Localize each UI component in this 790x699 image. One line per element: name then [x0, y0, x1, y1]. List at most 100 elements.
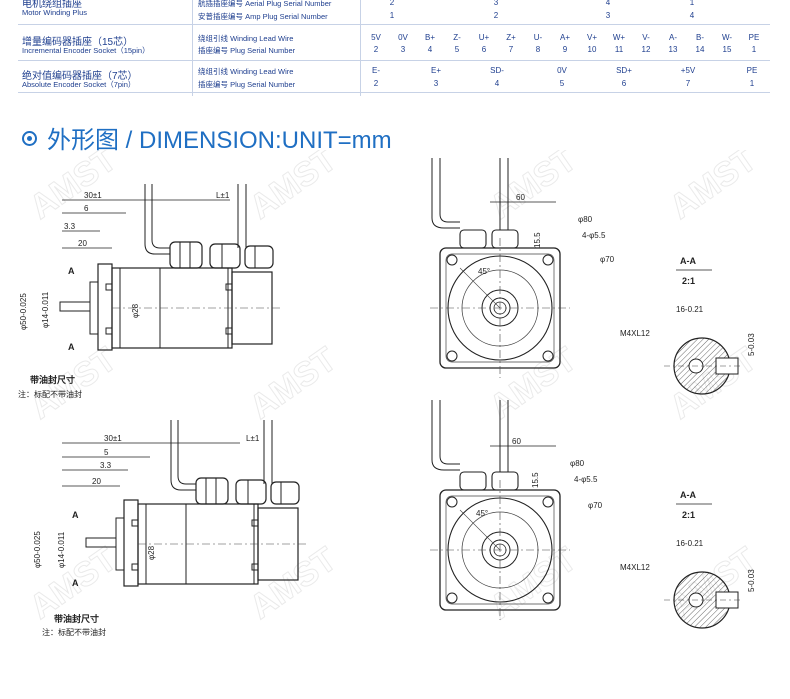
- dim-15-5: 15.5: [531, 472, 540, 488]
- dim-key: 5-0.03: [747, 333, 756, 356]
- dim-30: 30±1: [84, 191, 102, 200]
- table-cell: W+: [612, 33, 626, 42]
- table-cell: A-: [669, 33, 677, 42]
- dim-thread: M4XL12: [620, 563, 650, 572]
- side-view-top: 30±1 L±1 6 3.3 20 A A φ50-0.025 φ14-0.01…: [18, 183, 281, 399]
- table-divider: [18, 92, 770, 93]
- section-mark-a: A: [72, 578, 79, 588]
- dim-30: 30±1: [104, 434, 122, 443]
- dim-dia14: φ14-0.011: [57, 531, 66, 568]
- dim-5: 5: [104, 448, 109, 457]
- dim-dia80: φ80: [570, 459, 585, 468]
- dim-dia28: φ28: [131, 303, 140, 318]
- table-cell: PE: [746, 66, 758, 75]
- dim-15-5: 15.5: [533, 232, 542, 248]
- table-cell: V+: [586, 33, 597, 42]
- table-cell: 4: [494, 79, 500, 88]
- front-view-bottom: 60 φ80 4-φ5.5 φ70 15.5 45°: [429, 399, 603, 621]
- dim-dia28: φ28: [147, 545, 156, 560]
- dim-dia80: φ80: [578, 215, 593, 224]
- section-scale: 2:1: [682, 276, 695, 286]
- row-name-cn: 电机绕组插座: [22, 0, 82, 10]
- table-cell: 5: [559, 79, 565, 88]
- row-name-cn: 绝对值编码器插座（7芯）: [22, 71, 138, 82]
- table-cell: V-: [642, 33, 650, 42]
- dim-20: 20: [78, 239, 87, 248]
- table-cell: 6: [621, 79, 627, 88]
- table-cell: 2: [373, 45, 379, 54]
- row-label: 插座编号 Plug Serial Number: [198, 46, 296, 55]
- table-cell: U-: [533, 33, 543, 42]
- dim-angle: 45°: [476, 509, 488, 518]
- dim-16: 16-0.21: [676, 539, 704, 548]
- target-icon: [22, 131, 37, 146]
- table-cell: 4: [605, 0, 611, 7]
- dim-dia70: φ70: [588, 501, 603, 510]
- watermark: AMST: [483, 340, 584, 427]
- dim-l: L±1: [216, 191, 230, 200]
- row-name-cn: 增量编码器插座（15芯）: [22, 37, 134, 48]
- table-cell: 1: [689, 0, 695, 7]
- section-scale: 2:1: [682, 510, 695, 520]
- table-divider: [18, 24, 770, 25]
- table-cell: 14: [695, 45, 705, 54]
- watermark: AMST: [243, 340, 344, 427]
- dim-l: L±1: [246, 434, 260, 443]
- table-cell: 3: [400, 45, 406, 54]
- table-cell: 8: [535, 45, 541, 54]
- table-cell: Z+: [506, 33, 516, 42]
- dim-dia50: φ50-0.025: [19, 293, 28, 330]
- watermark: AMST: [23, 150, 124, 227]
- section-a-a-bottom: A-A 2:1 16-0.21 M4XL12 5-0.03: [620, 490, 756, 629]
- table-cell: 13: [668, 45, 678, 54]
- watermark-layer: AMST AMST AMST AMST AMST AMST AMST AMST …: [22, 150, 764, 627]
- table-cell: 2: [373, 79, 379, 88]
- table-cell: 7: [685, 79, 691, 88]
- dim-thread: M4XL12: [620, 329, 650, 338]
- table-cell: 1: [751, 45, 757, 54]
- section-title: 外形图 / DIMENSION:UNIT=mm: [22, 120, 392, 155]
- table-cell: 3: [605, 11, 611, 20]
- row-name-en: Incremental Encoder Socket（15pin）: [22, 46, 150, 55]
- table-cell: 4: [427, 45, 433, 54]
- dim-key: 5-0.03: [747, 569, 756, 592]
- table-cell: E-: [372, 66, 380, 75]
- section-title-aa: A-A: [680, 490, 696, 500]
- seal-note: 注：标配不带油封: [18, 389, 82, 399]
- row-name-en: Motor Winding Plus: [22, 8, 88, 17]
- dim-16: 16-0.21: [676, 305, 704, 314]
- row-label: 绕组引线 Winding Lead Wire: [198, 67, 294, 76]
- dim-60: 60: [516, 193, 525, 202]
- table-cell: 9: [562, 45, 568, 54]
- table-cell: 1: [749, 79, 755, 88]
- section-a-a-top: A-A 2:1 16-0.21 M4XL12 5-0.03: [620, 256, 756, 395]
- row-name-en: Absolute Encoder Socket（7pin）: [22, 80, 136, 89]
- dim-20: 20: [92, 477, 101, 486]
- seal-note: 注：标配不带油封: [42, 627, 106, 637]
- table-cell: 15: [722, 45, 732, 54]
- seal-dimension-label: 带油封尺寸: [30, 374, 75, 385]
- table-cell: 0V: [398, 33, 408, 42]
- table-cell: 2: [389, 0, 395, 7]
- table-cell: 6: [481, 45, 487, 54]
- table-cell: 11: [614, 45, 624, 54]
- section-title-text: 外形图 / DIMENSION:UNIT=mm: [47, 127, 392, 154]
- section-title-aa: A-A: [680, 256, 696, 266]
- section-mark-a: A: [68, 266, 75, 276]
- table-cell: 3: [493, 0, 499, 7]
- table-cell: 2: [493, 11, 499, 20]
- dimension-drawing: AMST AMST AMST AMST AMST AMST AMST AMST …: [18, 150, 764, 637]
- table-cell: 0V: [557, 66, 567, 75]
- watermark: AMST: [243, 150, 344, 227]
- table-cell: +5V: [680, 66, 696, 75]
- watermark: AMST: [663, 150, 764, 227]
- table-cell: 4: [689, 11, 695, 20]
- table-cell: 12: [641, 45, 651, 54]
- front-view-top: 60 φ80 4-φ5.5 φ70 15.5 45°: [429, 157, 615, 379]
- row-label: 航插插座编号 Aerial Plug Serial Number: [198, 0, 332, 8]
- section-mark-a: A: [68, 342, 75, 352]
- dim-60: 60: [512, 437, 521, 446]
- table-cell: SD+: [616, 66, 632, 75]
- dim-dia14: φ14-0.011: [41, 291, 50, 328]
- row-label: 绕组引线 Winding Lead Wire: [198, 34, 294, 43]
